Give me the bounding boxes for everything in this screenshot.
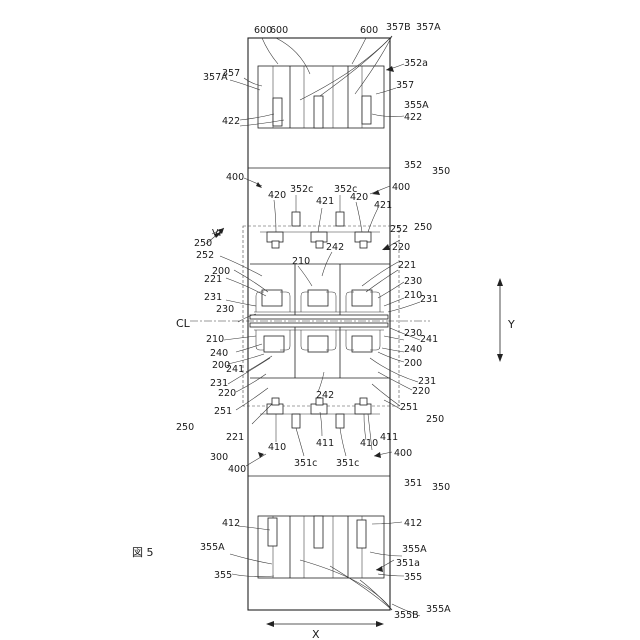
label-252: 252 bbox=[390, 224, 408, 235]
label-351c: 351c bbox=[294, 458, 317, 469]
label-242: 242 bbox=[316, 390, 334, 401]
label-411: 411 bbox=[380, 432, 398, 443]
label-411: 411 bbox=[316, 438, 334, 449]
label-220: 220 bbox=[392, 242, 410, 253]
label-241: 241 bbox=[226, 364, 244, 375]
axis-y-label: Y bbox=[507, 318, 515, 331]
label-350: 350 bbox=[432, 166, 450, 177]
label-355a: 355A bbox=[200, 542, 225, 553]
label-231: 231 bbox=[420, 294, 438, 305]
label-221: 221 bbox=[204, 274, 222, 285]
label-250: 250 bbox=[176, 422, 194, 433]
label-412: 412 bbox=[404, 518, 422, 529]
label-221: 221 bbox=[398, 260, 416, 271]
reference-labels: 600 600 600 357B 357A 352a 357A 357 357 … bbox=[132, 22, 515, 640]
label-355b: 355B bbox=[394, 610, 419, 621]
label-357b: 357B bbox=[386, 22, 411, 33]
label-252: 252 bbox=[196, 250, 214, 261]
label-351a: 351a bbox=[396, 558, 420, 569]
label-cl: CL bbox=[176, 317, 191, 330]
label-352: 352 bbox=[404, 160, 422, 171]
label-240: 240 bbox=[404, 344, 422, 355]
label-410: 410 bbox=[268, 442, 286, 453]
label-422: 422 bbox=[222, 116, 240, 127]
label-357: 357 bbox=[222, 68, 240, 79]
label-355a: 355A bbox=[402, 544, 427, 555]
figure-caption: 図 5 bbox=[132, 546, 154, 559]
label-357a: 357A bbox=[416, 22, 441, 33]
label-242: 242 bbox=[326, 242, 344, 253]
region-vi-dashed-outline bbox=[243, 226, 399, 406]
axis-x-label: X bbox=[312, 628, 320, 640]
label-355a: 355A bbox=[426, 604, 451, 615]
label-420: 420 bbox=[268, 190, 286, 201]
upper-connector-tabs bbox=[260, 212, 380, 248]
top-terminal-block-357 bbox=[258, 66, 384, 128]
label-210: 210 bbox=[292, 256, 310, 267]
label-230: 230 bbox=[216, 304, 234, 315]
label-350: 350 bbox=[432, 482, 450, 493]
label-vi: VI bbox=[212, 228, 221, 239]
label-352c: 352c bbox=[290, 184, 313, 195]
label-421: 421 bbox=[316, 196, 334, 207]
label-412: 412 bbox=[222, 518, 240, 529]
label-351: 351 bbox=[404, 478, 422, 489]
label-251: 251 bbox=[400, 402, 418, 413]
label-241: 241 bbox=[420, 334, 438, 345]
label-400: 400 bbox=[226, 172, 244, 183]
label-220: 220 bbox=[412, 386, 430, 397]
label-240: 240 bbox=[210, 348, 228, 359]
lower-contact-cells bbox=[250, 327, 390, 378]
label-357: 357 bbox=[396, 80, 414, 91]
label-400: 400 bbox=[392, 182, 410, 193]
label-355a: 355A bbox=[404, 100, 429, 111]
label-400: 400 bbox=[228, 464, 246, 475]
label-355: 355 bbox=[404, 572, 422, 583]
label-420: 420 bbox=[350, 192, 368, 203]
label-200: 200 bbox=[404, 358, 422, 369]
label-355: 355 bbox=[214, 570, 232, 581]
label-230: 230 bbox=[404, 328, 422, 339]
label-422: 422 bbox=[404, 112, 422, 123]
label-400: 400 bbox=[394, 448, 412, 459]
label-220: 220 bbox=[218, 388, 236, 399]
label-421: 421 bbox=[374, 200, 392, 211]
label-351c: 351c bbox=[336, 458, 359, 469]
label-410: 410 bbox=[360, 438, 378, 449]
label-250: 250 bbox=[194, 238, 212, 249]
label-250: 250 bbox=[426, 414, 444, 425]
label-251: 251 bbox=[214, 406, 232, 417]
bottom-terminal-block-355 bbox=[258, 516, 384, 578]
label-352a: 352a bbox=[404, 58, 428, 69]
label-221: 221 bbox=[226, 432, 244, 443]
label-250: 250 bbox=[414, 222, 432, 233]
label-231: 231 bbox=[204, 292, 222, 303]
label-210: 210 bbox=[206, 334, 224, 345]
label-600: 600 bbox=[360, 25, 378, 36]
label-600: 600 bbox=[270, 25, 288, 36]
label-230: 230 bbox=[404, 276, 422, 287]
label-300: 300 bbox=[210, 452, 228, 463]
